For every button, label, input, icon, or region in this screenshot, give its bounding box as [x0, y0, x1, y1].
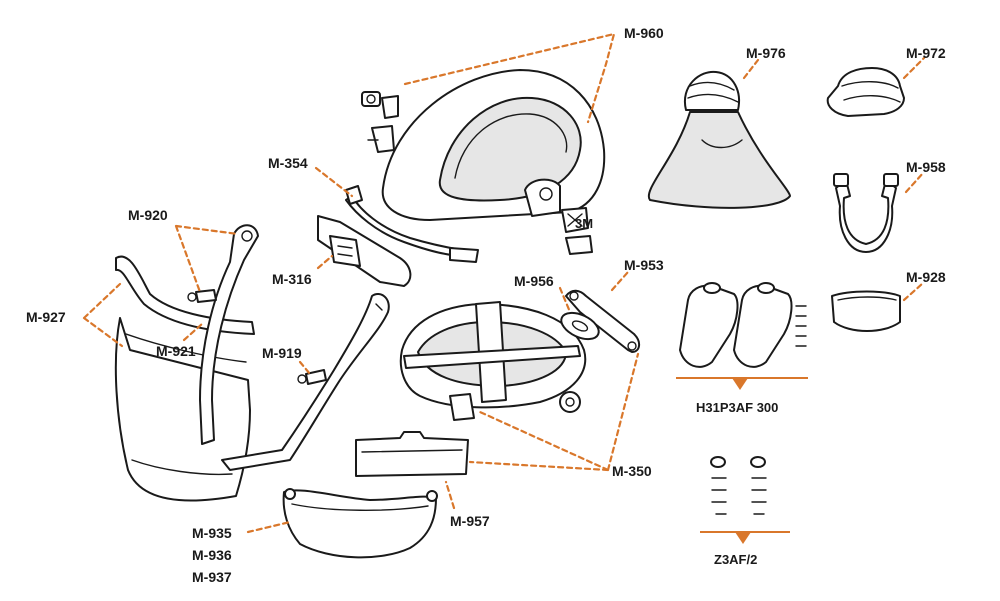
filter-kit-parts — [679, 282, 807, 368]
leader-m350 — [468, 352, 640, 472]
faceseal — [831, 290, 901, 332]
label-filter-kit: H31P3AF 300 — [696, 400, 778, 415]
label-m953: M-953 — [624, 257, 664, 273]
part-labels: M-960 M-976 M-972 M-354 M-958 M-920 M-31… — [26, 25, 946, 585]
leader-m958 — [904, 170, 926, 194]
neck-strap — [833, 173, 899, 253]
label-m920: M-920 — [128, 207, 168, 223]
label-m976: M-976 — [746, 45, 786, 61]
screw-m920 — [187, 289, 217, 303]
leader-m935 — [246, 520, 292, 534]
head-harness — [399, 301, 587, 421]
headcover — [826, 67, 905, 117]
label-m936: M-936 — [192, 547, 232, 563]
visor-frame-right — [221, 293, 390, 471]
shell-clip-parts — [361, 91, 399, 153]
face-shield — [114, 317, 251, 502]
sweatband-strip — [345, 185, 479, 263]
helmet-shell — [381, 69, 606, 221]
label-m927: M-927 — [26, 309, 66, 325]
label-m354: M-354 — [268, 155, 308, 171]
leader-lines — [82, 32, 926, 534]
adjustment-strap — [565, 289, 640, 353]
leader-m920 — [174, 224, 240, 294]
screw-kit-parts — [710, 456, 767, 515]
leader-m957 — [444, 480, 456, 510]
label-m957: M-957 — [450, 513, 490, 529]
sweatband-pad — [355, 431, 469, 477]
leader-m960 — [403, 32, 616, 124]
filter-kit-divider — [676, 377, 808, 390]
leader-m953 — [610, 270, 630, 292]
leader-m921 — [182, 322, 204, 342]
label-m958: M-958 — [906, 159, 946, 175]
shell-side-buttons: 3M — [561, 207, 593, 255]
label-m960: M-960 — [624, 25, 664, 41]
leader-m972 — [902, 56, 926, 80]
leader-m354 — [314, 166, 354, 198]
label-m316: M-316 — [272, 271, 312, 287]
leader-m927 — [82, 282, 124, 348]
hood — [647, 70, 791, 209]
label-m928: M-928 — [906, 269, 946, 285]
label-m919: M-919 — [262, 345, 302, 361]
leader-m316 — [316, 254, 334, 270]
label-m972: M-972 — [906, 45, 946, 61]
label-screw-kit: Z3AF/2 — [714, 552, 757, 567]
visor-frame-left — [199, 224, 259, 445]
screw-m919 — [297, 369, 327, 385]
svg-text:3M: 3M — [575, 216, 593, 231]
label-m350: M-350 — [612, 463, 652, 479]
leader-m928 — [902, 282, 924, 302]
leader-m919 — [298, 360, 312, 376]
leader-m976 — [742, 58, 760, 80]
label-m956: M-956 — [514, 273, 554, 289]
screw-kit-divider — [700, 531, 790, 544]
side-plate — [317, 215, 412, 287]
label-m935: M-935 — [192, 525, 232, 541]
brim-visor — [282, 488, 438, 559]
label-m937: M-937 — [192, 569, 232, 585]
pad-ring — [560, 311, 600, 341]
visor-frame-strip — [115, 255, 255, 335]
leader-m956 — [558, 286, 572, 314]
label-m921: M-921 — [156, 343, 196, 359]
